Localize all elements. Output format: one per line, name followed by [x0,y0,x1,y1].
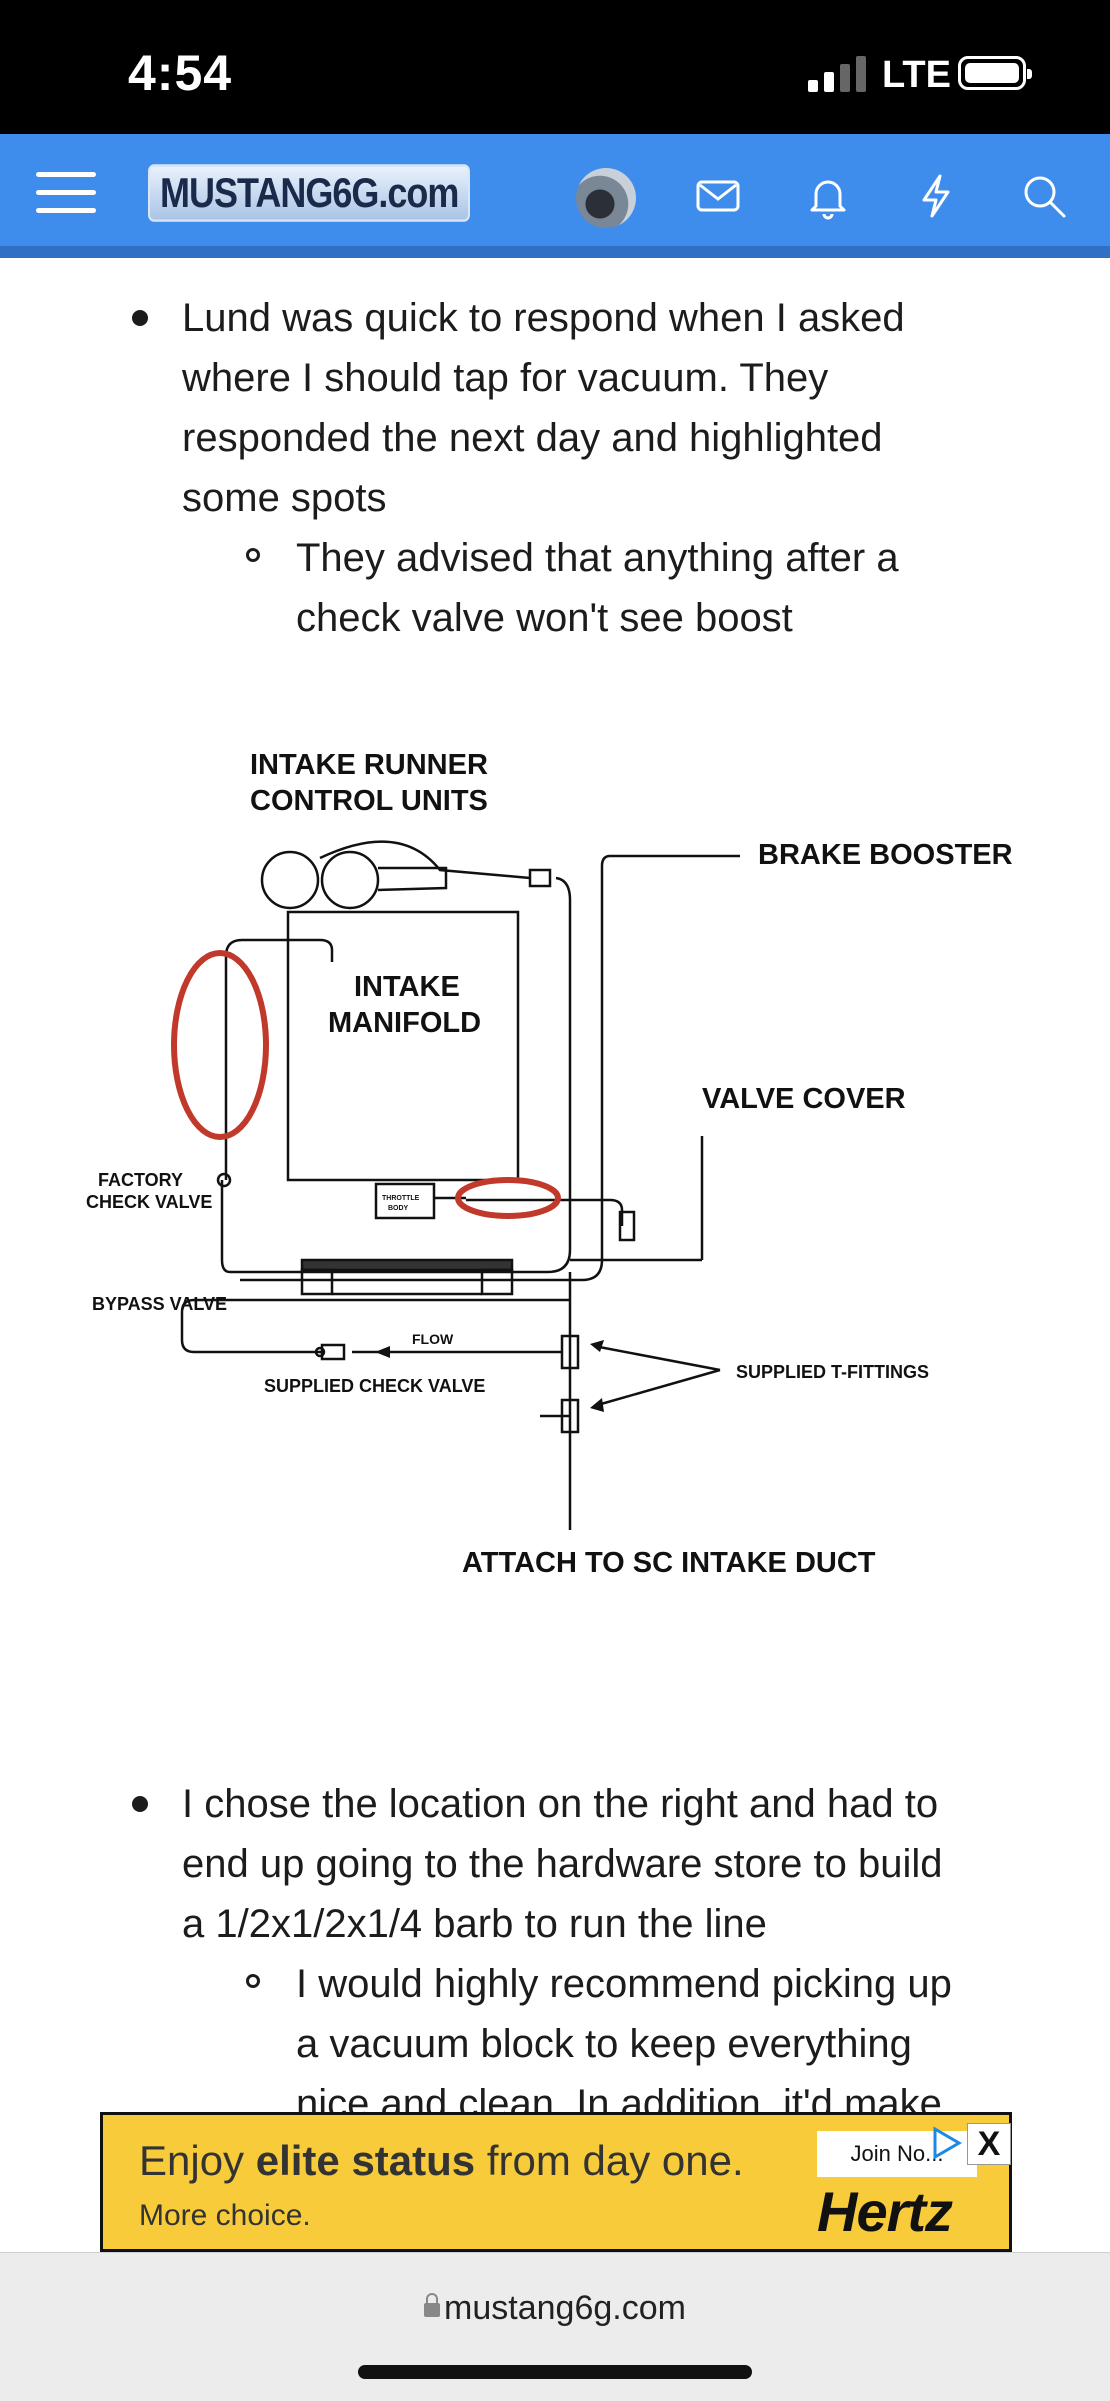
mail-icon[interactable] [694,172,742,220]
sub-bullet-marker [246,548,260,562]
menu-icon[interactable] [36,166,102,216]
diagram-label: VALVE COVER [702,1083,906,1115]
diagram-label: BODY [388,1205,409,1212]
hertz-ad-banner[interactable]: Enjoy elite status from day one. More ch… [100,2112,1012,2252]
signal-strength-icon [808,56,870,92]
ad-brand-logo: Hertz [817,2180,953,2243]
diagram-label: MANIFOLD [328,1007,481,1039]
bullet-marker [132,310,148,326]
status-time: 4:54 [128,45,233,101]
diagram-label: BRAKE BOOSTER [758,839,1013,871]
bullet-line: where I should tap for vacuum. They [182,356,829,400]
search-icon[interactable] [1020,172,1068,220]
bullet-line: I chose the location on the right and ha… [182,1782,939,1826]
lock-icon [424,2293,441,2317]
vacuum-diagram: INTAKE RUNNER CONTROL UNITS BRAKE BOOSTE… [86,749,1013,1579]
avatar[interactable] [576,168,636,228]
diagram-label: ATTACH TO SC INTAKE DUCT [462,1547,876,1579]
battery-icon [958,56,1032,90]
bullet-marker [132,1796,148,1812]
sub-bullet-line: I would highly recommend picking up [296,1962,952,2006]
diagram-label: SUPPLIED T-FITTINGS [736,1362,929,1382]
bolt-icon[interactable] [912,172,960,220]
bell-icon[interactable] [804,172,852,220]
site-logo[interactable]: MUSTANG6G.com [148,164,471,222]
diagram-label: CONTROL UNITS [250,785,488,817]
diagram-label: BYPASS VALVE [92,1294,227,1314]
bullet-line: end up going to the hardware store to bu… [182,1842,943,1886]
sub-bullet-line: check valve won't see boost [296,596,793,640]
diagram-label: FACTORY [98,1170,183,1190]
bullet-line: a 1/2x1/2x1/4 barb to run the line [182,1902,767,1946]
sub-bullet-line: They advised that anything after a [296,536,899,580]
site-navbar: MUSTANG6G.com [0,134,1110,258]
diagram-label: INTAKE RUNNER [250,749,488,781]
status-bar: 4:54 LTE [0,0,1110,134]
diagram-label: FLOW [412,1331,454,1347]
diagram-label: INTAKE [354,971,460,1003]
sub-bullet-marker [246,1974,260,1988]
ad-close-button[interactable]: X [967,2123,1011,2165]
network-type: LTE [882,54,951,96]
diagram-label: THROTTLE [382,1195,420,1202]
url-text: mustang6g.com [444,2289,686,2327]
sub-bullet-line: a vacuum block to keep everything [296,2022,912,2066]
adchoices-icon[interactable] [927,2125,967,2161]
home-indicator[interactable] [358,2365,752,2379]
bullet-line: responded the next day and highlighted [182,416,883,460]
diagram-label: SUPPLIED CHECK VALVE [264,1376,485,1396]
bullet-line: Lund was quick to respond when I asked [182,296,905,340]
bullet-line: some spots [182,476,387,520]
diagram-label: CHECK VALVE [86,1192,212,1212]
ad-subtext: More choice. [139,2199,311,2232]
ad-headline: Enjoy elite status from day one. [139,2137,744,2184]
browser-bottom-bar: mustang6g.com [0,2252,1110,2401]
url-bar[interactable]: mustang6g.com [0,2289,1110,2328]
